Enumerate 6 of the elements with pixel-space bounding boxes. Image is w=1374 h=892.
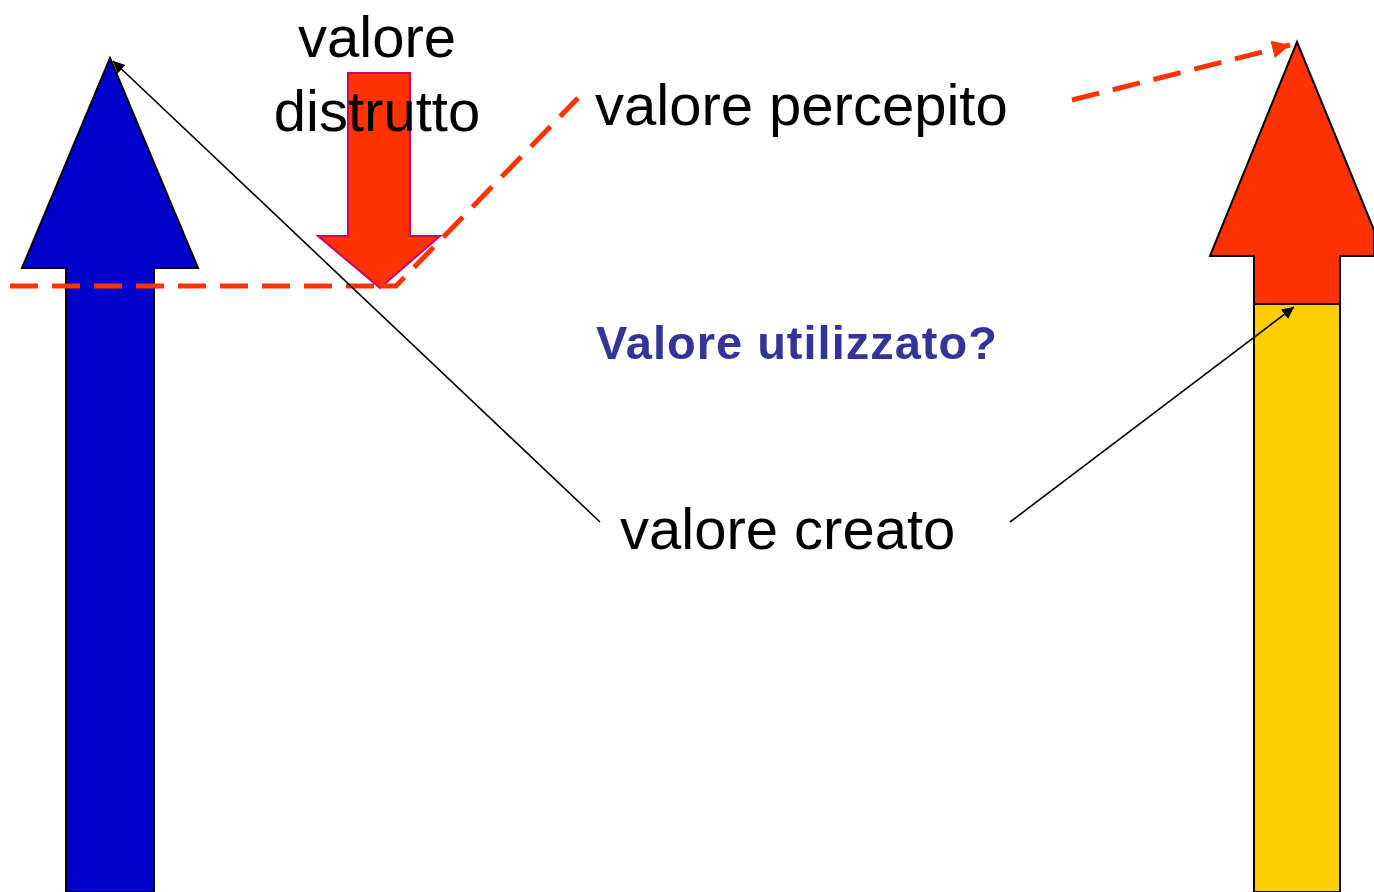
dashed-arrow [1071, 40, 1291, 103]
leader-line [112, 60, 601, 523]
question-text: Valore utilizzato? [596, 315, 998, 371]
text-label: valore percepito [595, 71, 1008, 139]
leader-line [1009, 306, 1295, 523]
text-label: valore creato [620, 495, 956, 563]
